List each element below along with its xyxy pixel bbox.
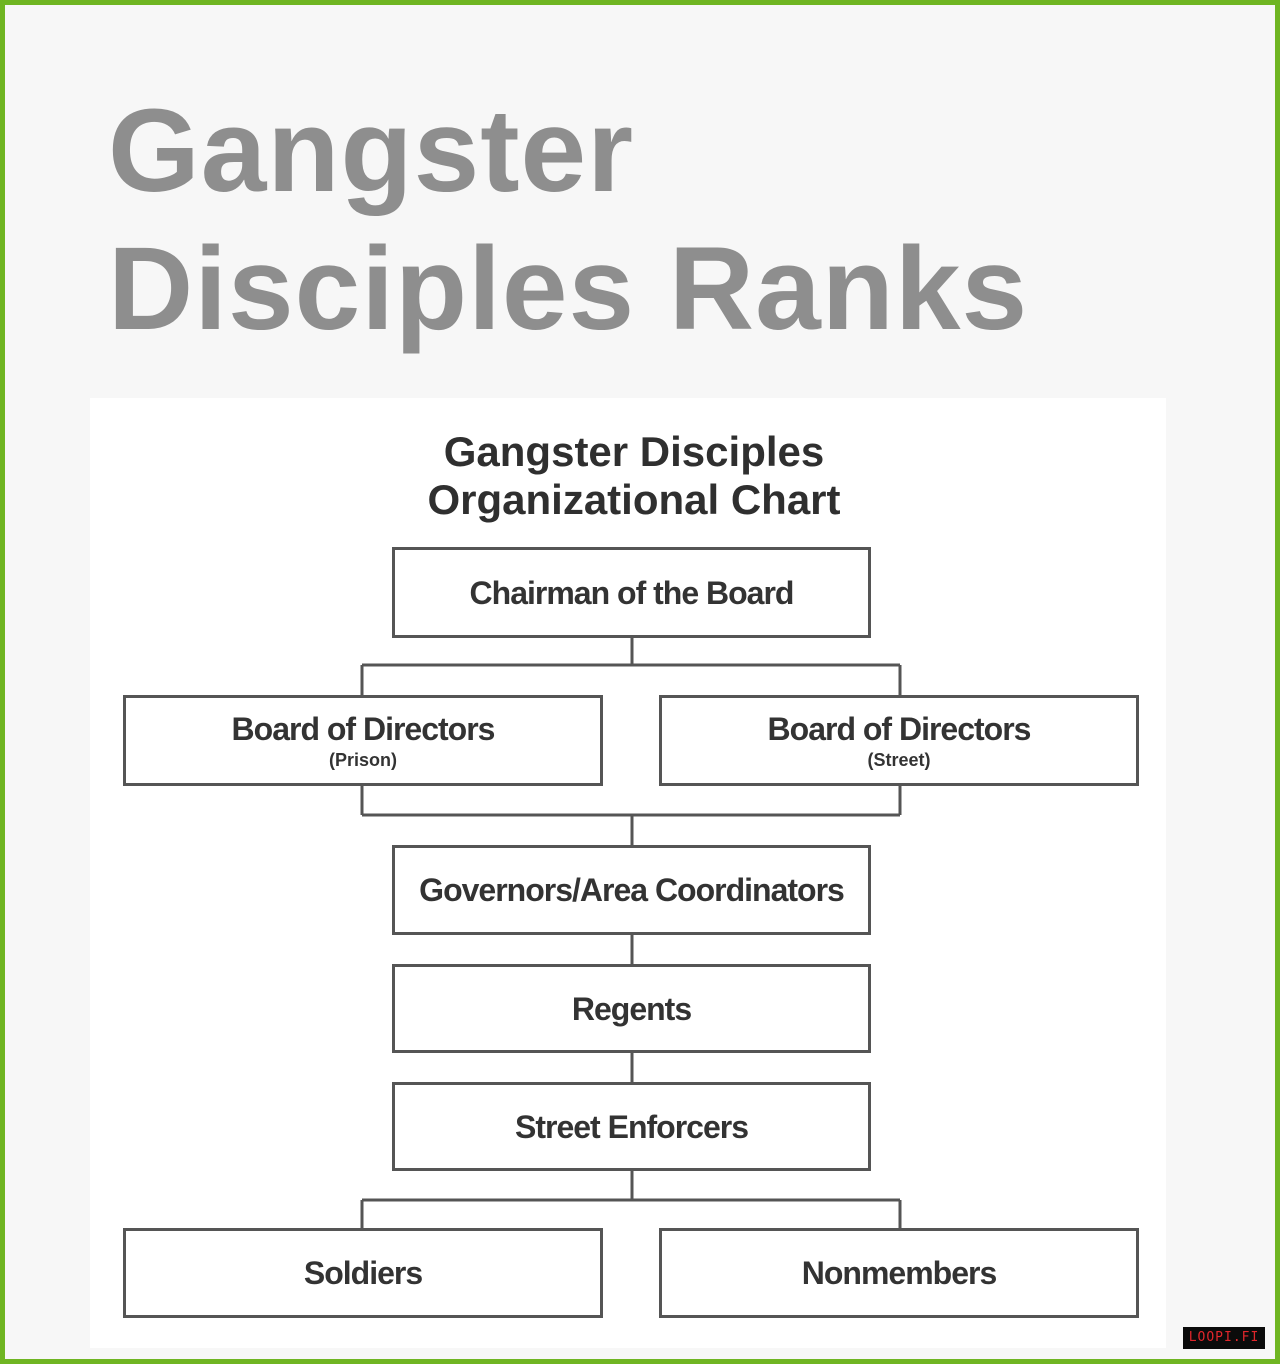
node-governors-label: Governors/Area Coordinators <box>419 872 845 908</box>
node-board-prison: Board of Directors (Prison) <box>123 695 603 786</box>
node-enforcers-label: Street Enforcers <box>515 1108 749 1145</box>
node-governors: Governors/Area Coordinators <box>392 845 871 935</box>
node-soldiers: Soldiers <box>123 1228 603 1318</box>
page-title-line-1: Gangster <box>108 85 635 217</box>
node-nonmembers: Nonmembers <box>659 1228 1139 1318</box>
node-regents-label: Regents <box>571 990 692 1027</box>
org-chart-title-line-1: Gangster Disciples <box>443 428 825 475</box>
node-enforcers: Street Enforcers <box>392 1082 871 1171</box>
node-chairman-label: Chairman of the Board <box>469 574 795 611</box>
node-board-street: Board of Directors (Street) <box>659 695 1139 786</box>
node-board-prison-sub: (Prison) <box>328 749 397 770</box>
node-board-street-sub: (Street) <box>867 749 931 770</box>
node-soldiers-label: Soldiers <box>303 1255 423 1291</box>
node-regents: Regents <box>392 964 871 1053</box>
node-board-prison-label: Board of Directors <box>231 710 496 747</box>
node-chairman: Chairman of the Board <box>392 547 871 638</box>
node-nonmembers-label: Nonmembers <box>801 1255 997 1291</box>
org-chart-title: Gangster Disciples Organizational Chart <box>0 428 1268 524</box>
page-title: Gangster Disciples Ranks <box>108 82 1028 358</box>
watermark-badge: LOOPI.FI <box>1183 1327 1265 1349</box>
node-board-street-label: Board of Directors <box>767 710 1032 747</box>
page-title-line-2: Disciples Ranks <box>108 223 1029 355</box>
org-chart-title-line-2: Organizational Chart <box>427 476 841 523</box>
